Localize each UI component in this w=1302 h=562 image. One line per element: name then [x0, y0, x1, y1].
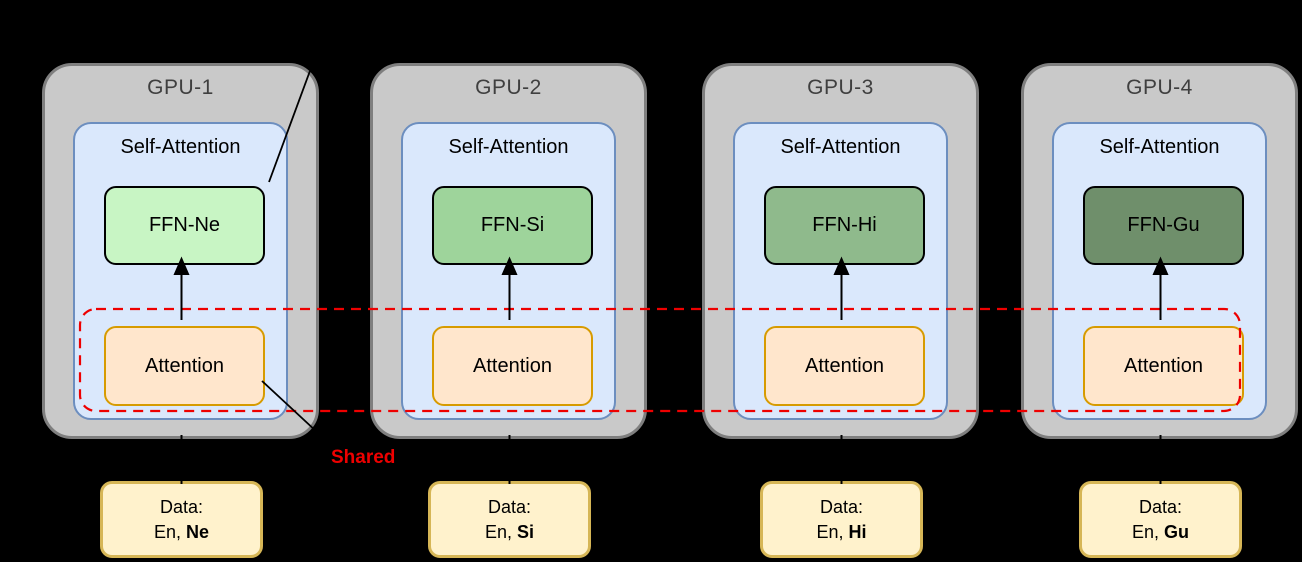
self-attention-label: Self-Attention	[120, 136, 241, 158]
self-attention-label: Self-Attention	[780, 136, 901, 158]
self-attention-block: Self-Attention FFN-Hi Attention	[733, 122, 948, 420]
data-box-gpu-2: Data: En, Si	[428, 481, 591, 558]
data-box-gpu-3: Data: En, Hi	[760, 481, 923, 558]
gpu-3-container: GPU-3 Self-Attention FFN-Hi Attention	[702, 63, 979, 439]
self-attention-label: Self-Attention	[1099, 136, 1220, 158]
data-box-gpu-4: Data: En, Gu	[1079, 481, 1242, 558]
ffn-expert-box: FFN-Ne	[104, 186, 265, 265]
data-label: Data:	[487, 497, 532, 518]
gpu-title: GPU-1	[147, 76, 214, 99]
attention-box: Attention	[432, 326, 593, 406]
data-languages: En, Ne	[153, 521, 210, 542]
data-languages: En, Gu	[1131, 521, 1190, 542]
gpu-title: GPU-3	[807, 76, 874, 99]
attention-box: Attention	[104, 326, 265, 406]
gpu-4-container: GPU-4 Self-Attention FFN-Gu Attention	[1021, 63, 1298, 439]
data-label: Data:	[819, 497, 864, 518]
data-label: Data:	[159, 497, 204, 518]
self-attention-label: Self-Attention	[448, 136, 569, 158]
gpu-title: GPU-2	[475, 76, 542, 99]
data-languages: En, Hi	[816, 521, 867, 542]
self-attention-block: Self-Attention FFN-Ne Attention	[73, 122, 288, 420]
data-label: Data:	[1138, 497, 1183, 518]
data-box-gpu-1: Data: En, Ne	[100, 481, 263, 558]
self-attention-block: Self-Attention FFN-Gu Attention	[1052, 122, 1267, 420]
data-languages: En, Si	[484, 521, 535, 542]
attention-box: Attention	[764, 326, 925, 406]
shared-annotation-label: Shared	[331, 447, 396, 468]
gpu-2-container: GPU-2 Self-Attention FFN-Si Attention	[370, 63, 647, 439]
ffn-expert-box: FFN-Gu	[1083, 186, 1244, 265]
gpu-1-container: GPU-1 Self-Attention FFN-Ne Attention	[42, 63, 319, 439]
ffn-expert-box: FFN-Si	[432, 186, 593, 265]
attention-box: Attention	[1083, 326, 1244, 406]
gpu-title: GPU-4	[1126, 76, 1193, 99]
self-attention-block: Self-Attention FFN-Si Attention	[401, 122, 616, 420]
ffn-expert-box: FFN-Hi	[764, 186, 925, 265]
